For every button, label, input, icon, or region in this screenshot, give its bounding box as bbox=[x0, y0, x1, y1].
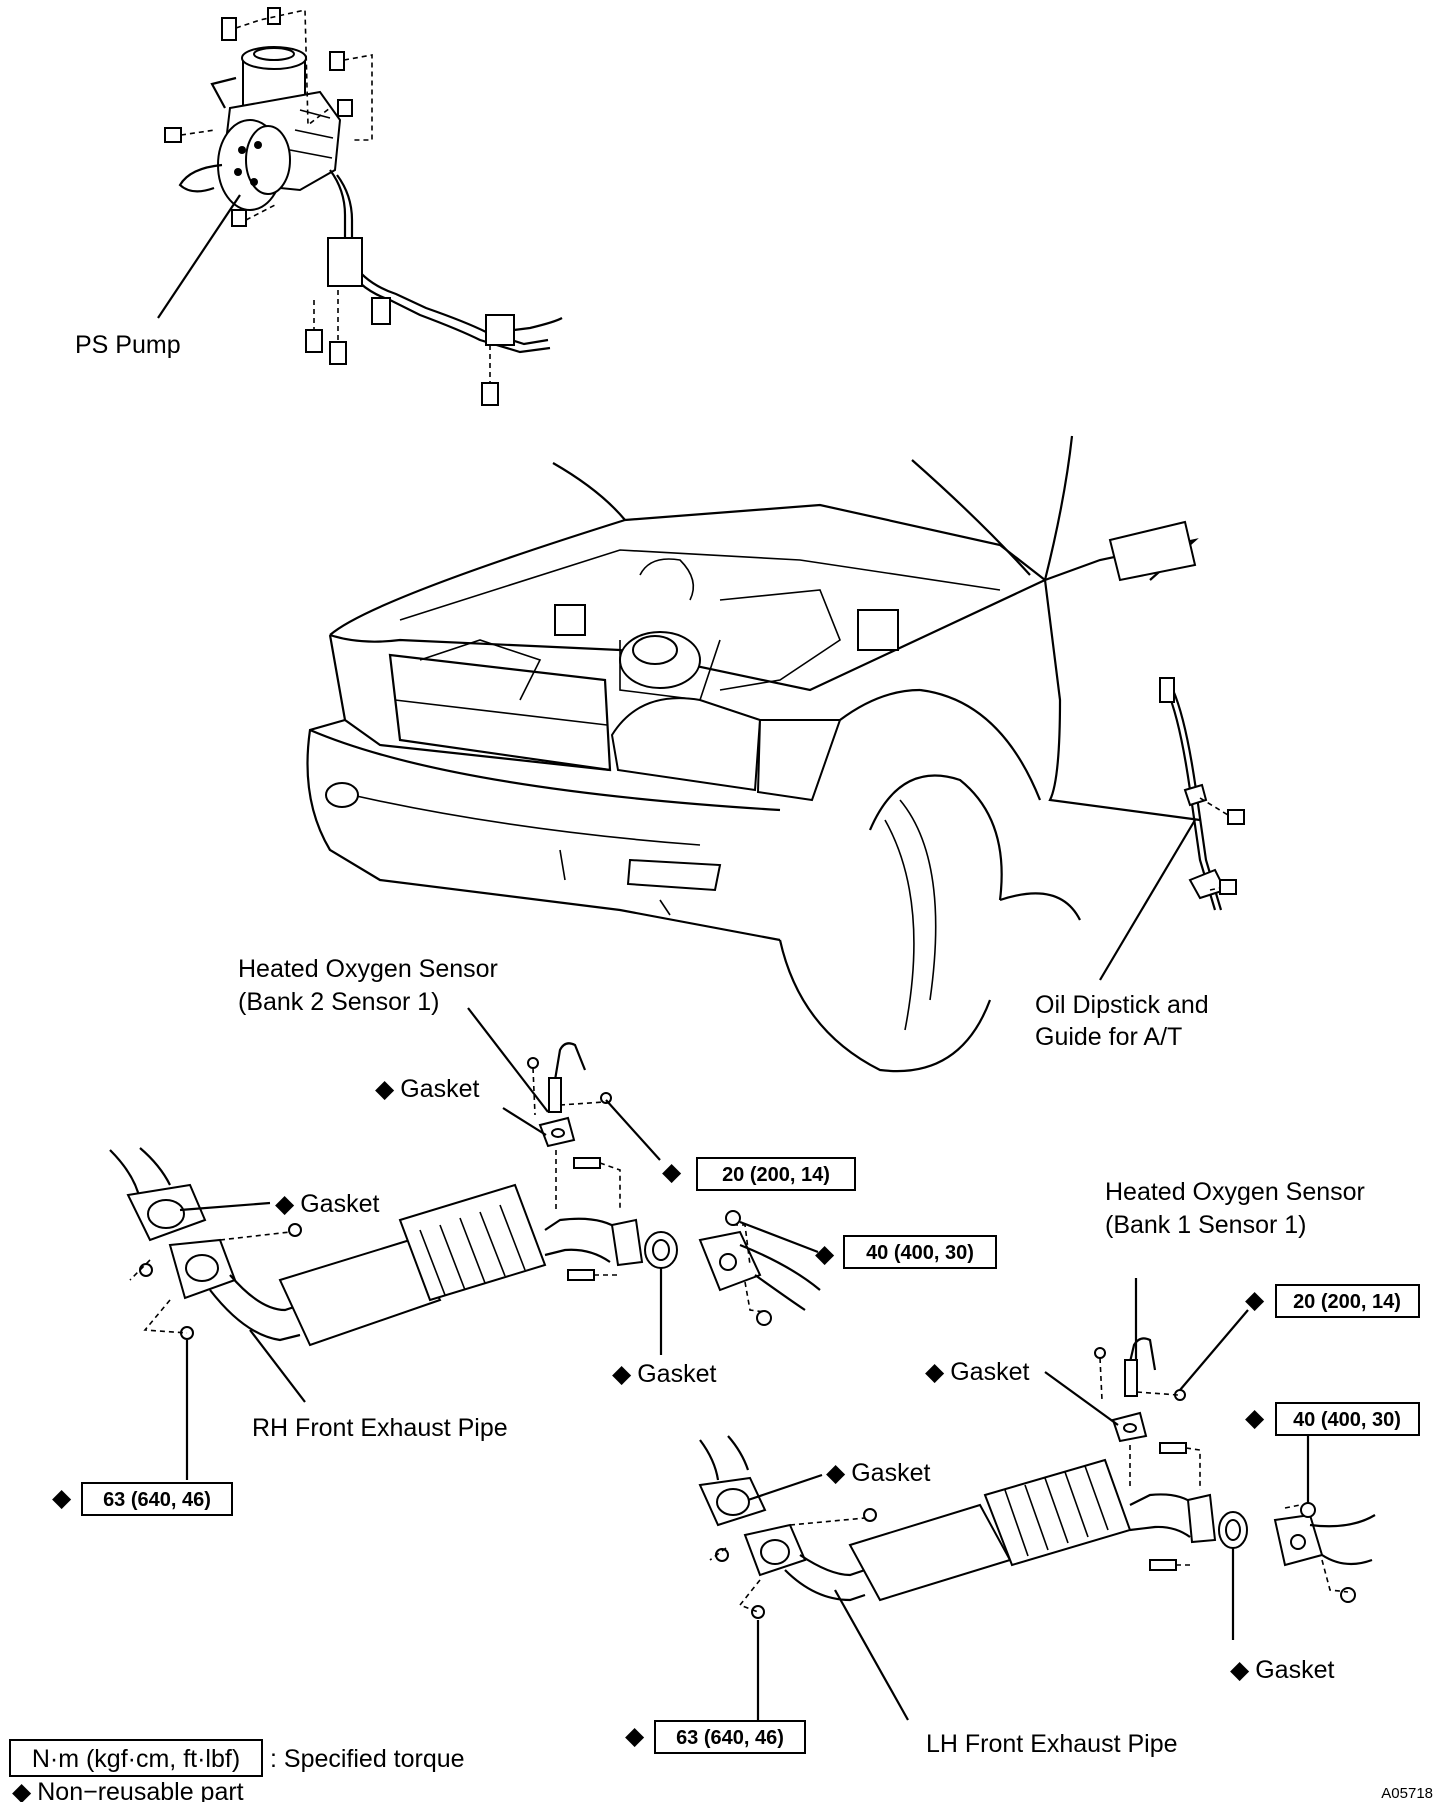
torque-20-leader-1 bbox=[605, 1099, 661, 1161]
gasket-label-4: ◆Gasket bbox=[925, 1358, 1029, 1386]
legend-unit-box-text: N·m (kgf·cm, ft·lbf) bbox=[32, 1745, 240, 1773]
torque-40-box-1 bbox=[843, 1235, 997, 1269]
legend: N·m (kgf·cm, ft·lbf) : Specified torque … bbox=[9, 1739, 465, 1802]
torque-40-box-2 bbox=[1275, 1402, 1420, 1436]
torque-40-value-1: 40 (400, 30) bbox=[866, 1242, 974, 1264]
ps-pump-label: PS Pump bbox=[75, 331, 181, 359]
torque-63-value-2: 63 (640, 46) bbox=[676, 1727, 784, 1749]
o2-bank2-leader bbox=[467, 1007, 549, 1113]
ps-pump-leader bbox=[157, 194, 241, 319]
gasket-leader-1 bbox=[502, 1107, 547, 1136]
torque-20-value-1: 20 (200, 14) bbox=[722, 1164, 830, 1186]
rh-exhaust-assembly bbox=[109, 1042, 821, 1480]
torque-20-diamond-2: ◆ bbox=[1245, 1286, 1265, 1314]
gasket-label-1: ◆Gasket bbox=[375, 1075, 479, 1103]
torque-20-box-2 bbox=[1275, 1284, 1420, 1318]
legend-non-reusable: ◆Non−reusable part bbox=[12, 1778, 244, 1802]
gasket-label-3: ◆Gasket bbox=[612, 1360, 716, 1388]
gasket-leader-5 bbox=[747, 1473, 823, 1502]
torque-63-value-1: 63 (640, 46) bbox=[103, 1489, 211, 1511]
torque-63-box-1 bbox=[81, 1482, 233, 1516]
dipstick-label-line2: Guide for A/T bbox=[1035, 1023, 1182, 1051]
torque-63-box-2 bbox=[654, 1720, 806, 1754]
torque-40-value-2: 40 (400, 30) bbox=[1293, 1409, 1401, 1431]
torque-20-diamond-1: ◆ bbox=[662, 1158, 682, 1186]
gasket-label-2: ◆Gasket bbox=[275, 1190, 379, 1218]
vehicle-illustration bbox=[306, 435, 1245, 1073]
torque-63-diamond-1: ◆ bbox=[52, 1484, 72, 1512]
gasket-label-5: ◆Gasket bbox=[826, 1459, 930, 1487]
torque-20-box-1 bbox=[696, 1157, 856, 1191]
torque-20-value-2: 20 (200, 14) bbox=[1293, 1291, 1401, 1313]
dipstick-label-line1: Oil Dipstick and bbox=[1035, 991, 1209, 1019]
o2-bank1-label-line2: (Bank 1 Sensor 1) bbox=[1105, 1211, 1307, 1239]
dipstick-leader bbox=[1099, 819, 1196, 981]
figure-code: A05718 bbox=[1381, 1785, 1433, 1802]
legend-unit-text: : Specified torque bbox=[270, 1745, 465, 1773]
torque-40-diamond-1: ◆ bbox=[815, 1240, 835, 1268]
torque-20-leader-2 bbox=[1179, 1309, 1249, 1391]
legend-unit-box bbox=[9, 1739, 263, 1777]
lh-exhaust-assembly bbox=[698, 1337, 1376, 1724]
gasket-leader-4 bbox=[1044, 1371, 1119, 1426]
torque-40-leader-1 bbox=[739, 1220, 819, 1254]
lh-pipe-leader bbox=[834, 1589, 909, 1721]
torque-40-diamond-2: ◆ bbox=[1245, 1404, 1265, 1432]
ps-pump-assembly bbox=[164, 7, 563, 406]
lh-pipe-label: LH Front Exhaust Pipe bbox=[926, 1730, 1178, 1758]
rh-pipe-leader bbox=[249, 1329, 306, 1403]
o2-bank2-label-line2: (Bank 2 Sensor 1) bbox=[238, 988, 440, 1016]
gasket-leader-2 bbox=[179, 1201, 271, 1212]
o2-bank2-label-line1: Heated Oxygen Sensor bbox=[238, 955, 498, 983]
o2-bank1-label-line1: Heated Oxygen Sensor bbox=[1105, 1178, 1365, 1206]
rh-pipe-label: RH Front Exhaust Pipe bbox=[252, 1414, 508, 1442]
torque-63-diamond-2: ◆ bbox=[625, 1722, 645, 1750]
gasket-label-6: ◆Gasket bbox=[1230, 1656, 1334, 1684]
